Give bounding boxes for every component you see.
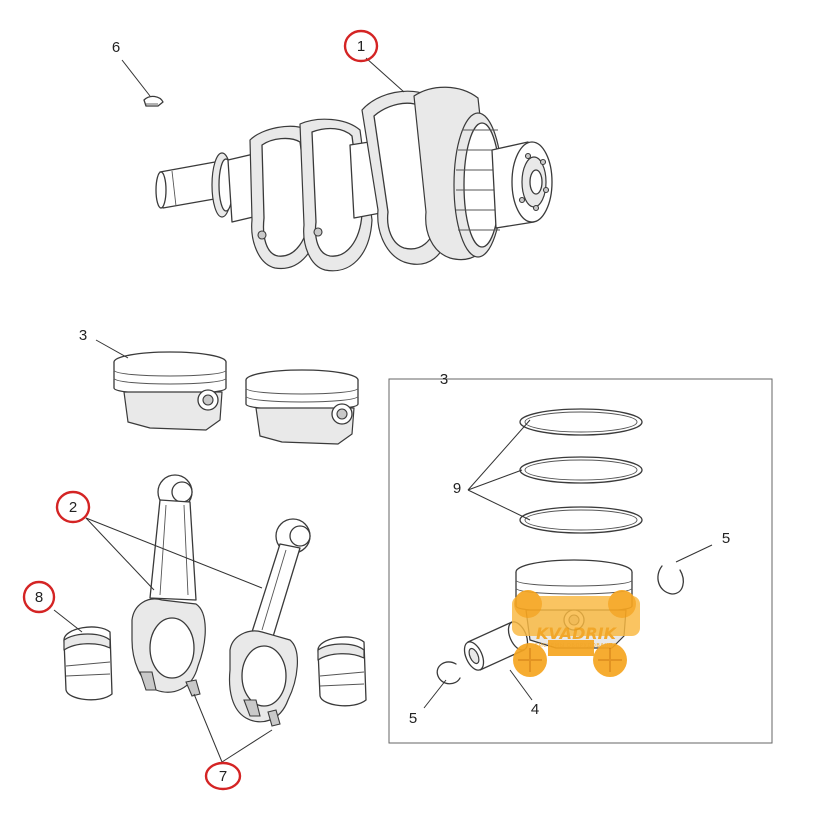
watermark-brand: KVADRIK [536, 624, 618, 643]
label-rod-bearing: 8 [35, 589, 43, 606]
highlight-circle-7 [204, 761, 242, 791]
woodruff-key [143, 95, 164, 107]
watermark-atv-logo [512, 590, 640, 677]
highlight-circle-2 [55, 490, 91, 524]
label-circlip-right: 5 [722, 530, 730, 547]
label-crankshaft: 1 [357, 38, 365, 55]
connecting-rods [131, 474, 311, 727]
crankshaft [155, 86, 553, 272]
piston-pin [463, 621, 529, 671]
highlight-circle-1 [343, 29, 379, 63]
label-connecting-rod: 2 [69, 499, 77, 516]
piston-rings [519, 408, 643, 534]
circlips [436, 565, 684, 685]
kvadrik-watermark: KVADRIK СИСТЕМЫ ОБОРУДОВАНИЯ [512, 590, 640, 677]
label-piston-kit: 3 [440, 371, 448, 388]
watermark-tagline: СИСТЕМЫ ОБОРУДОВАНИЯ [535, 643, 617, 649]
label-piston-assembly: 3 [79, 327, 87, 344]
leader-lines [53, 57, 713, 763]
highlight-circle-8 [22, 580, 56, 614]
label-piston-pin: 4 [531, 701, 539, 718]
label-rod-bolt: 7 [219, 768, 227, 785]
piston-assembly-pair [113, 351, 359, 445]
label-piston-rings: 9 [453, 480, 461, 497]
rod-bearing-shells [63, 626, 367, 707]
piston-kit-frame [388, 378, 773, 744]
part-labels: 1 6 3 3 9 5 5 4 2 8 7 [35, 38, 730, 785]
label-key: 6 [112, 39, 120, 56]
highlight-circles [22, 29, 379, 791]
label-circlip-left: 5 [409, 710, 417, 727]
